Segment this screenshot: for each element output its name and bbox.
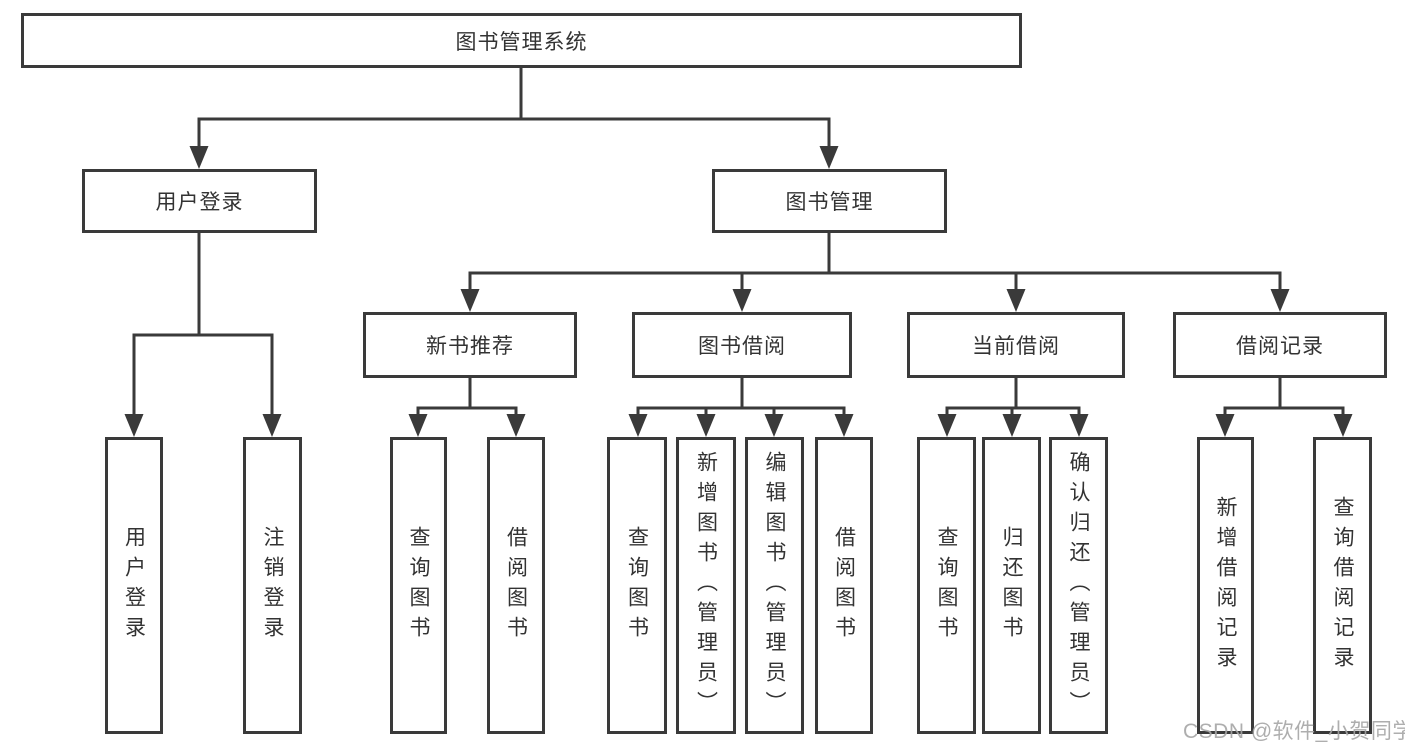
node-label: 图书管理系统 [455, 30, 588, 54]
leaf-add-book-admin: 新增图书（管理员） [676, 437, 736, 734]
leaf-logout: 注销登录 [243, 437, 302, 734]
node-label: 借阅图书 [504, 525, 528, 646]
connector-book-borrowing [636, 376, 846, 417]
node-label: 借阅记录 [1236, 335, 1324, 358]
connector-borrowing-records [1223, 376, 1345, 417]
connector-new-book-recommend [416, 376, 518, 417]
leaf-edit-book-admin: 编辑图书（管理员） [745, 437, 804, 734]
leaf-query-books-recommend: 查询图书 [390, 437, 447, 734]
node-label: 查询借阅记录 [1331, 495, 1354, 676]
node-label: 查询图书 [407, 525, 430, 646]
connector-root [197, 66, 831, 149]
arrowheads [124, 146, 1353, 437]
csdn-watermark: CSDN @软件_小贺同学 [1183, 720, 1405, 743]
node-label: 注销登录 [261, 525, 284, 646]
node-label: 编辑图书（管理员） [763, 450, 786, 721]
leaf-borrow-books-recommend: 借阅图书 [487, 437, 545, 734]
node-borrowing-records: 借阅记录 [1173, 312, 1387, 378]
node-book-management: 图书管理 [712, 169, 947, 233]
leaf-query-books-current: 查询图书 [917, 437, 976, 734]
node-label: 新增图书（管理员） [694, 450, 718, 721]
node-label: 新书推荐 [426, 335, 514, 358]
leaf-confirm-return-admin: 确认归还（管理员） [1049, 437, 1108, 734]
leaf-borrow-books-borrowing: 借阅图书 [815, 437, 873, 734]
node-user-login: 用户登录 [82, 169, 317, 233]
leaf-query-borrow-record: 查询借阅记录 [1313, 437, 1372, 734]
node-label: 当前借阅 [972, 335, 1060, 358]
node-label: 用户登录 [122, 525, 146, 646]
connector-book-management [468, 231, 1282, 292]
leaf-add-borrow-record: 新增借阅记录 [1197, 437, 1254, 734]
node-current-borrowing: 当前借阅 [907, 312, 1125, 378]
leaf-user-login: 用户登录 [105, 437, 163, 734]
connector-current-borrowing [945, 376, 1081, 417]
node-book-borrowing: 图书借阅 [632, 312, 852, 378]
node-label: 借阅图书 [832, 525, 856, 646]
node-label: 图书借阅 [698, 335, 786, 358]
node-label: 归还图书 [1000, 525, 1023, 646]
node-new-book-recommend: 新书推荐 [363, 312, 577, 378]
node-label: 新增借阅记录 [1214, 495, 1237, 676]
node-label: 查询图书 [625, 525, 649, 646]
leaf-query-books-borrowing: 查询图书 [607, 437, 667, 734]
connector-user-login [132, 231, 274, 417]
node-label: 确认归还（管理员） [1067, 450, 1090, 721]
node-library-system: 图书管理系统 [21, 13, 1022, 68]
leaf-return-book: 归还图书 [982, 437, 1041, 734]
node-label: 查询图书 [935, 525, 958, 646]
node-label: 图书管理 [785, 191, 874, 214]
node-label: 用户登录 [155, 191, 244, 214]
